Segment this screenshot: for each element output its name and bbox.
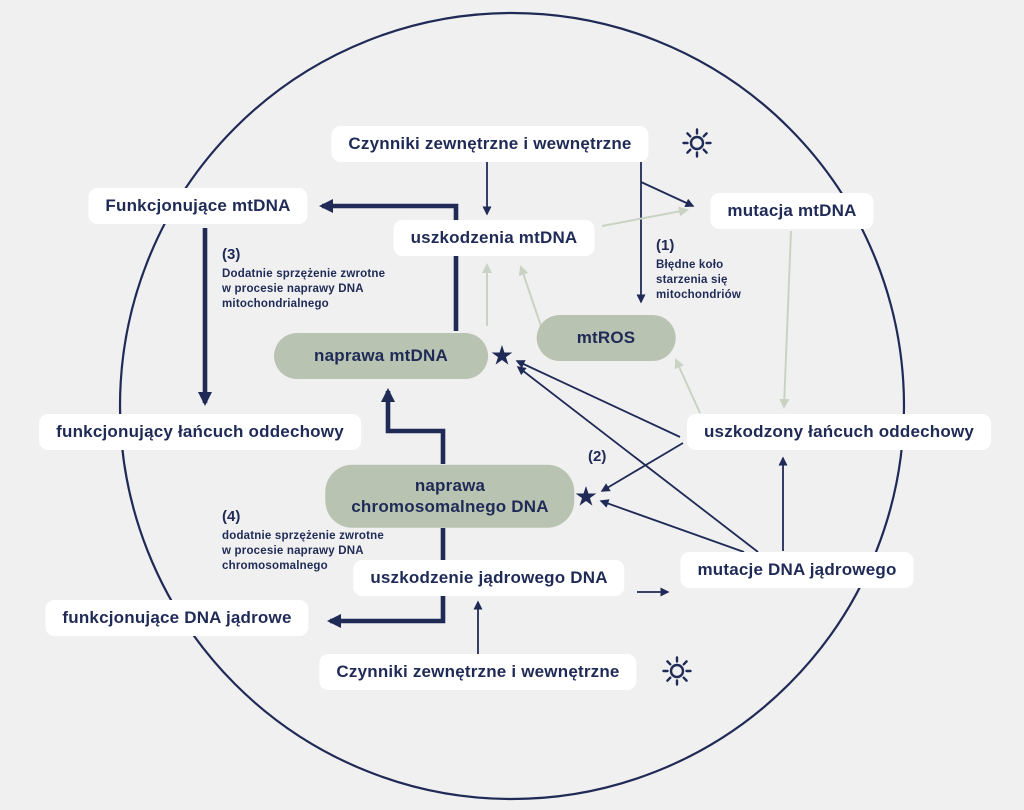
note-4: (4) dodatnie sprzężenie zwrotne w proces… — [222, 508, 384, 574]
node-funkcjonujace-mtdna: Funkcjonujące mtDNA — [88, 188, 308, 224]
node-czynniki-bottom: Czynniki zewnętrzne i wewnętrzne — [319, 654, 637, 690]
note-2: (2) — [588, 448, 606, 469]
arrow-mutacje-to-star-chromosomal — [599, 499, 745, 553]
node-uszkodzenie-jadrowego: uszkodzenie jądrowego DNA — [353, 560, 625, 596]
note-2-number: (2) — [588, 448, 607, 465]
arrow-repair-to-funkcjonujace-dna-jadrowe — [327, 528, 446, 628]
node-funkcjonujace-dna-jadrowe: funkcjonujące DNA jądrowe — [45, 600, 309, 636]
node-naprawa-chromosomalnego: naprawa chromosomalnego DNA — [325, 464, 575, 528]
note-3-number: (3) — [222, 246, 241, 263]
cell-boundary-circle — [118, 11, 906, 801]
arrow-green-mutacja-to-uszkodzony-lancuch — [779, 230, 792, 409]
arrow-green-uszkodzenia-to-mutacja-mtdna — [601, 206, 689, 227]
note-4-number: (4) — [222, 508, 241, 525]
arrow-mutacje-to-star-mtdna — [516, 366, 759, 553]
note-1: (1) Błędne koło starzenia się mitochondr… — [656, 237, 741, 303]
note-3-text: Dodatnie sprzężenie zwrotne w procesie n… — [222, 268, 386, 310]
node-uszkodzony-lancuch: uszkodzony łańcuch oddechowy — [686, 414, 992, 450]
node-funkcjonujacy-lancuch: funkcjonujący łańcuch oddechowy — [39, 414, 361, 450]
note-1-text: Błędne koło starzenia się mitochondriów — [656, 259, 742, 301]
node-mtros: mtROS — [536, 315, 676, 361]
sun-icon-bottom — [662, 656, 692, 686]
note-1-number: (1) — [656, 237, 675, 254]
node-czynniki-top: Czynniki zewnętrzne i wewnętrzne — [331, 126, 649, 162]
star-icon-mtdna-repair: ★ — [489, 340, 515, 371]
arrow-chromosomal-repair-to-naprawa-mtdna — [381, 388, 446, 464]
arrow-green-mtros-to-uszkodzenia-mtdna — [518, 265, 544, 333]
note-3: (3) Dodatnie sprzężenie zwrotne w proces… — [222, 246, 385, 312]
arrow-naprawa-mtdna-to-funkcjonujace-mtdna — [319, 199, 459, 331]
arrow-uszkodzony-lancuch-to-star-chromosomal — [600, 442, 684, 492]
node-naprawa-mtdna: naprawa mtDNA — [274, 333, 488, 379]
arrow-czynniki-top-to-mutacja-mtdna — [640, 181, 695, 207]
note-4-text: dodatnie sprzężenie zwrotne w procesie n… — [222, 530, 384, 572]
node-mutacje-dna-jadrowego: mutacje DNA jądrowego — [680, 552, 914, 588]
star-icon-chromosomal-repair: ★ — [573, 481, 599, 512]
arrow-uszkodzony-lancuch-to-star-mtdna — [515, 360, 681, 438]
node-mutacja-mtdna: mutacja mtDNA — [710, 193, 874, 229]
node-uszkodzenia-mtdna: uszkodzenia mtDNA — [393, 220, 595, 256]
sun-icon-top — [682, 128, 712, 158]
arrow-green-uszkodzony-lancuch-to-mtros — [674, 358, 701, 414]
